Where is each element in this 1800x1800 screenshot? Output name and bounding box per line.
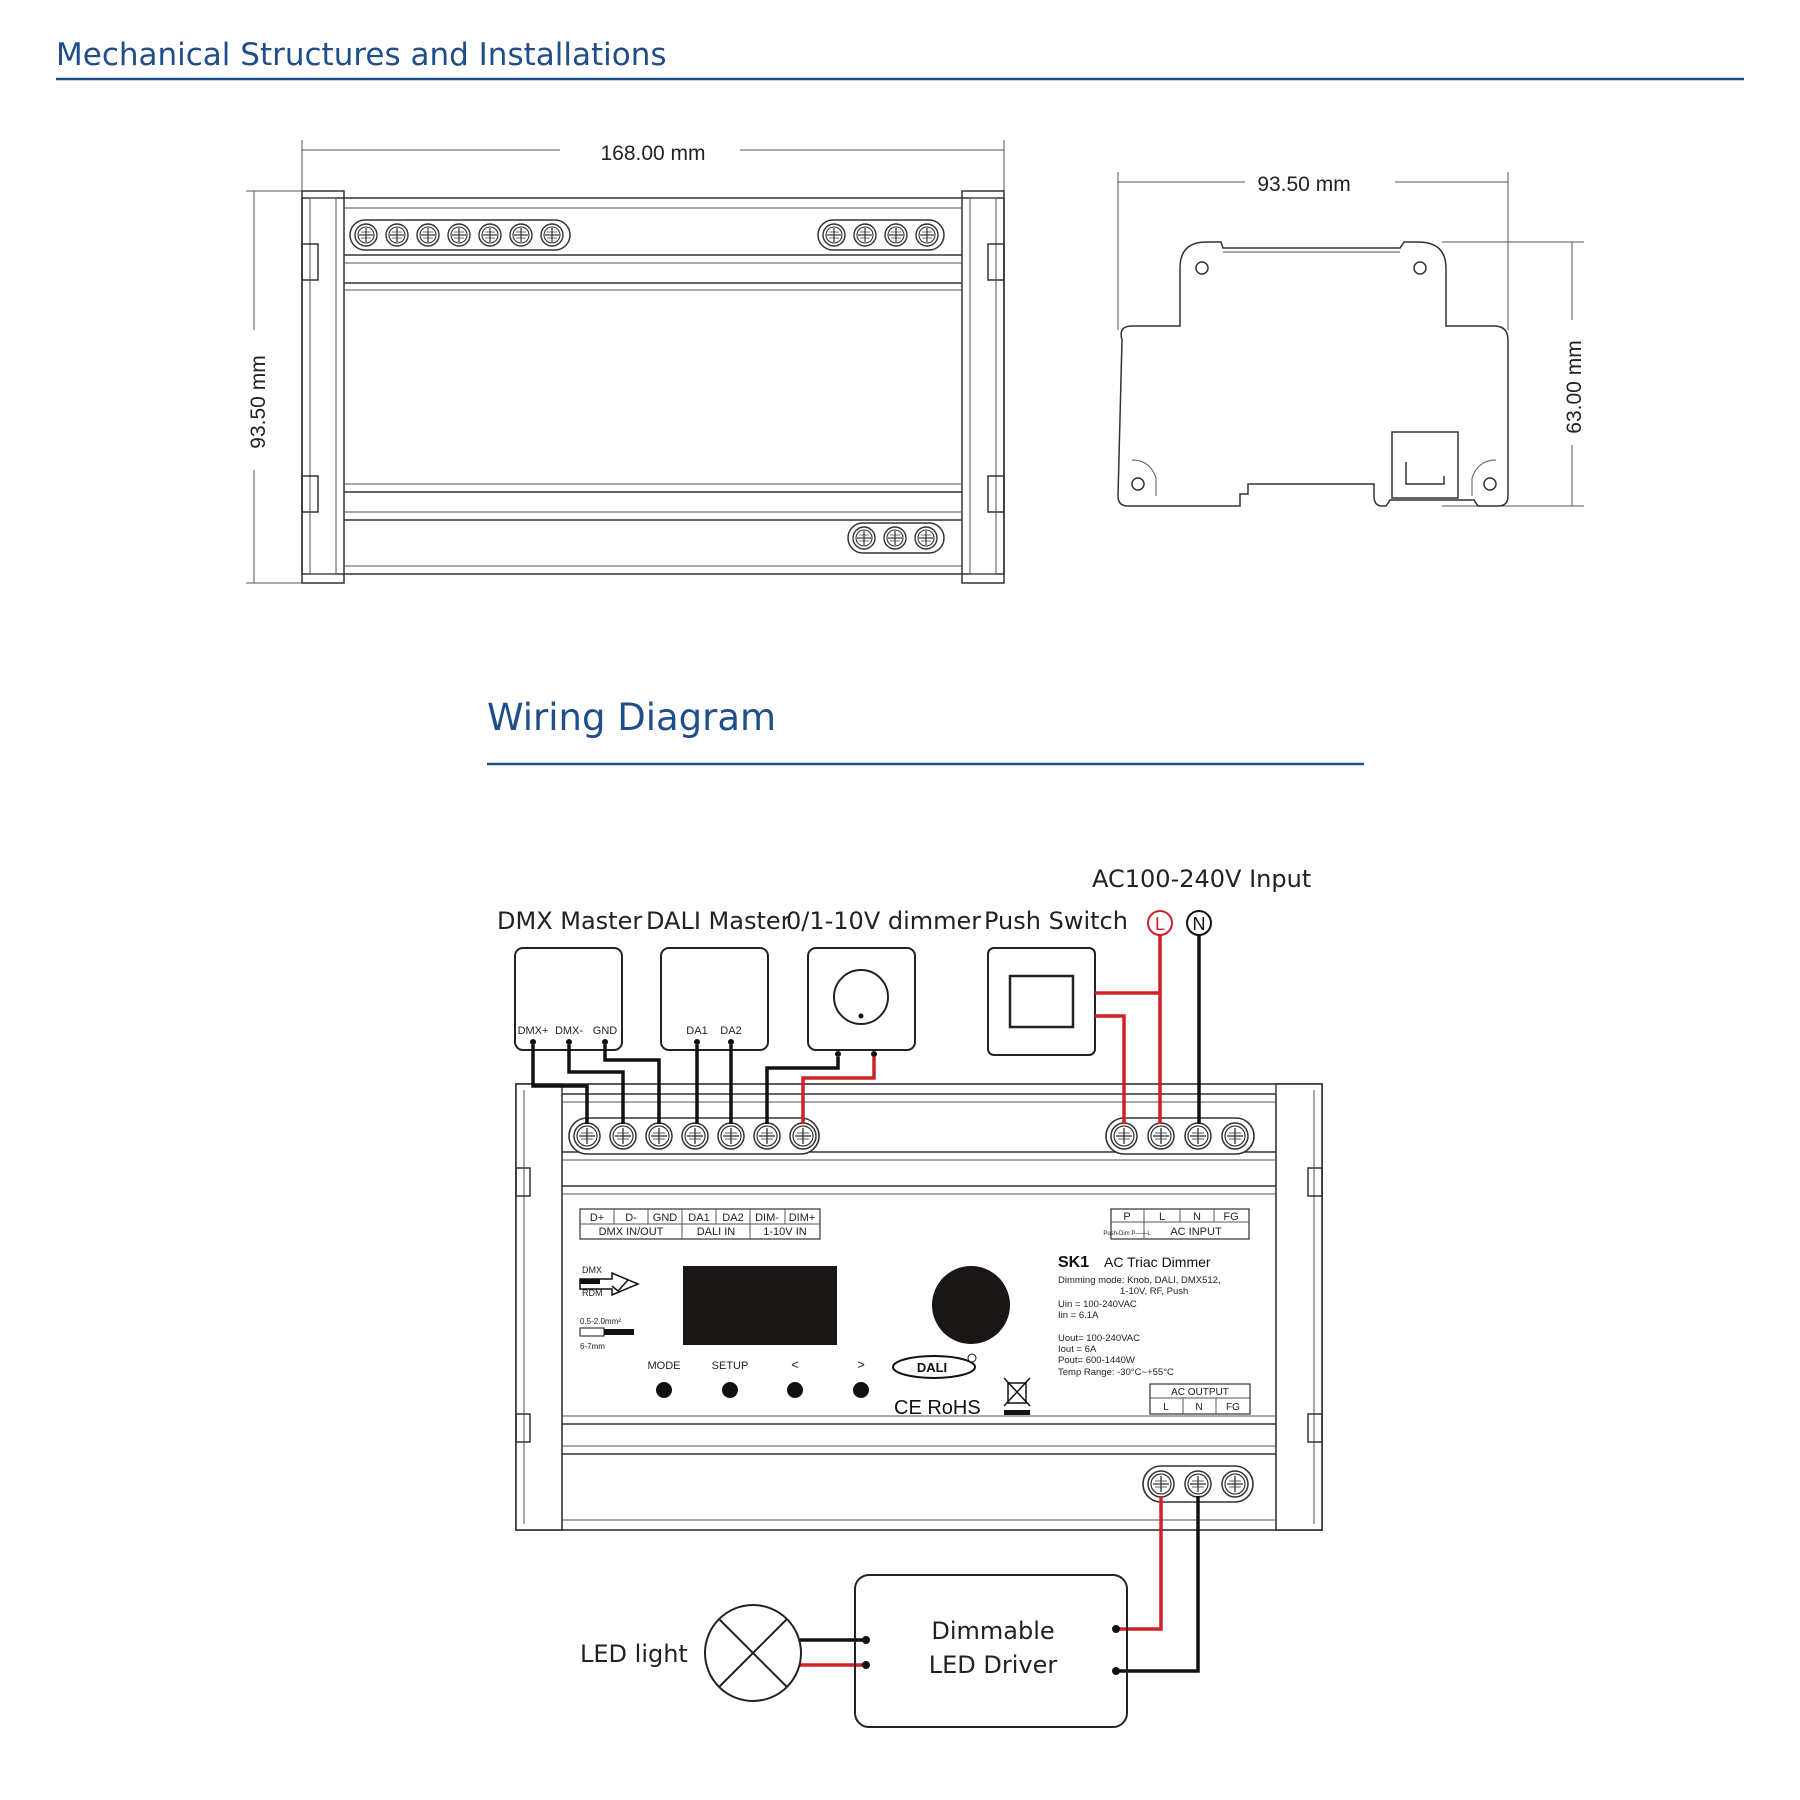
spec-line-8: Temp Range: -30°C~+55°C [1058,1367,1174,1378]
live-symbol-text: L [1155,914,1165,934]
left-button[interactable] [787,1382,803,1398]
terminal-group-dim: 1-10V IN [763,1226,806,1238]
side-view-drawing: 93.50 mm 63.00 mm [1117,172,1586,507]
setup-button[interactable] [722,1382,738,1398]
terminal-label-da1: DA1 [688,1212,709,1224]
mains-wires [1095,935,1201,1124]
spec-line-1: Dimming mode: Knob, DALI, DMX512, [1058,1275,1221,1286]
dimming-knob[interactable] [932,1266,1010,1344]
terminal-label-gnd: GND [653,1212,678,1224]
dmx-rdm-logo: DMX RDM [579,1265,640,1298]
push-switch-rocker-icon [1008,974,1075,1029]
svg-text:DMX: DMX [582,1265,602,1275]
ac-output-terminal-screws [1147,1470,1249,1498]
dali-master-box [660,947,769,1051]
ac-in-label-fg: FG [1223,1211,1238,1223]
button-label-mode: MODE [648,1360,681,1372]
dmx-master-label: DMX Master [497,907,642,935]
mechanical-heading: Mechanical Structures and Installations [56,37,667,73]
led-light-label: LED light [580,1640,688,1668]
mode-button[interactable] [656,1382,672,1398]
ac-input-terminal-strip [1105,1117,1255,1155]
terminal-label-dimplus: DIM+ [789,1212,816,1224]
side-height-dimension: 63.00 mm [1563,340,1586,433]
button-label-right: > [857,1357,865,1372]
button-label-setup: SETUP [712,1360,749,1372]
front-view-drawing: 168.00 mm 93.50 mm [246,140,1005,584]
right-button[interactable] [853,1382,869,1398]
ac-in-push-note: Push-Dim P——L [1103,1231,1151,1237]
terminal-label-da2: DA2 [722,1212,743,1224]
terminal-group-dali: DALI IN [697,1226,736,1238]
ac-out-group: AC OUTPUT [1171,1387,1229,1398]
dmx-pin-3: GND [593,1025,618,1037]
spec-line-6: Iout = 6A [1058,1344,1097,1355]
spec-line-2: 1-10V, RF, Push [1120,1286,1188,1297]
push-switch-label: Push Switch [984,907,1128,935]
terminal-label-dimminus: DIM- [755,1212,779,1224]
terminal-label-dminus: D- [625,1212,637,1224]
led-driver-box [854,1574,1128,1728]
ac-output-label-table: AC OUTPUT L N FG [1149,1383,1251,1415]
button-label-left: < [791,1357,799,1372]
dimmer-label: 0/1-10V dimmer [786,907,981,935]
spec-line-3: Uin = 100-240VAC [1058,1299,1137,1310]
dali-pin-1: DA1 [686,1025,707,1037]
ac-out-label-n: N [1195,1402,1202,1413]
driver-label-1: Dimmable [931,1617,1054,1645]
signal-wires [531,1045,876,1124]
wiring-heading: Wiring Diagram [487,696,776,739]
ac-out-label-l: L [1163,1402,1169,1413]
driver-label-2: LED Driver [929,1651,1058,1679]
signal-terminal-label-table: D+ D- GND DA1 DA2 DIM- DIM+ DMX IN/OUT D… [579,1208,821,1240]
led-light-icon [704,1604,802,1702]
ac-input-label: AC100-240V Input [1092,865,1311,893]
front-height-dimension: 93.50 mm [247,355,270,448]
side-width-dimension: 93.50 mm [1257,173,1350,196]
svg-text:6-7mm: 6-7mm [580,1342,605,1351]
terminal-group-dmx: DMX IN/OUT [599,1226,664,1238]
terminal-label-dplus: D+ [590,1212,604,1224]
svg-text:DALI: DALI [917,1360,947,1375]
dmx-pin-2: DMX- [555,1025,583,1037]
neutral-symbol-text: N [1193,914,1206,934]
ce-rohs-mark: CE RoHS [894,1397,981,1419]
spec-line-7: Pout= 600-1440W [1058,1355,1135,1366]
spec-line-4: Iin = 6.1A [1058,1310,1099,1321]
device-body [515,1083,1323,1531]
ac-in-label-l: L [1159,1211,1165,1223]
dmx-pin-1: DMX+ [518,1025,549,1037]
ac-out-label-fg: FG [1226,1402,1240,1413]
dali-master-label: DALI Master [646,907,791,935]
svg-text:0.5-2.0mm²: 0.5-2.0mm² [580,1317,621,1326]
device-name: AC Triac Dimmer [1104,1254,1211,1270]
wire-strip-spec: 0.5-2.0mm² 6-7mm [579,1317,634,1351]
ac-input-label-table: P L N FG Push-Dim P——L AC INPUT [1103,1208,1250,1240]
svg-text:RDM: RDM [582,1288,603,1298]
device-model: SK1 [1058,1254,1089,1271]
ac-in-group: AC INPUT [1170,1226,1222,1238]
spec-line-5: Uout= 100-240VAC [1058,1333,1140,1344]
front-width-dimension: 168.00 mm [600,142,705,165]
ac-in-label-p: P [1123,1211,1130,1223]
weee-icon [1003,1377,1031,1415]
ac-in-label-n: N [1193,1211,1201,1223]
dali-logo: DALI [892,1353,977,1379]
dali-pin-2: DA2 [720,1025,741,1037]
led-display [683,1266,837,1345]
dimmer-knob-icon [833,969,889,1025]
